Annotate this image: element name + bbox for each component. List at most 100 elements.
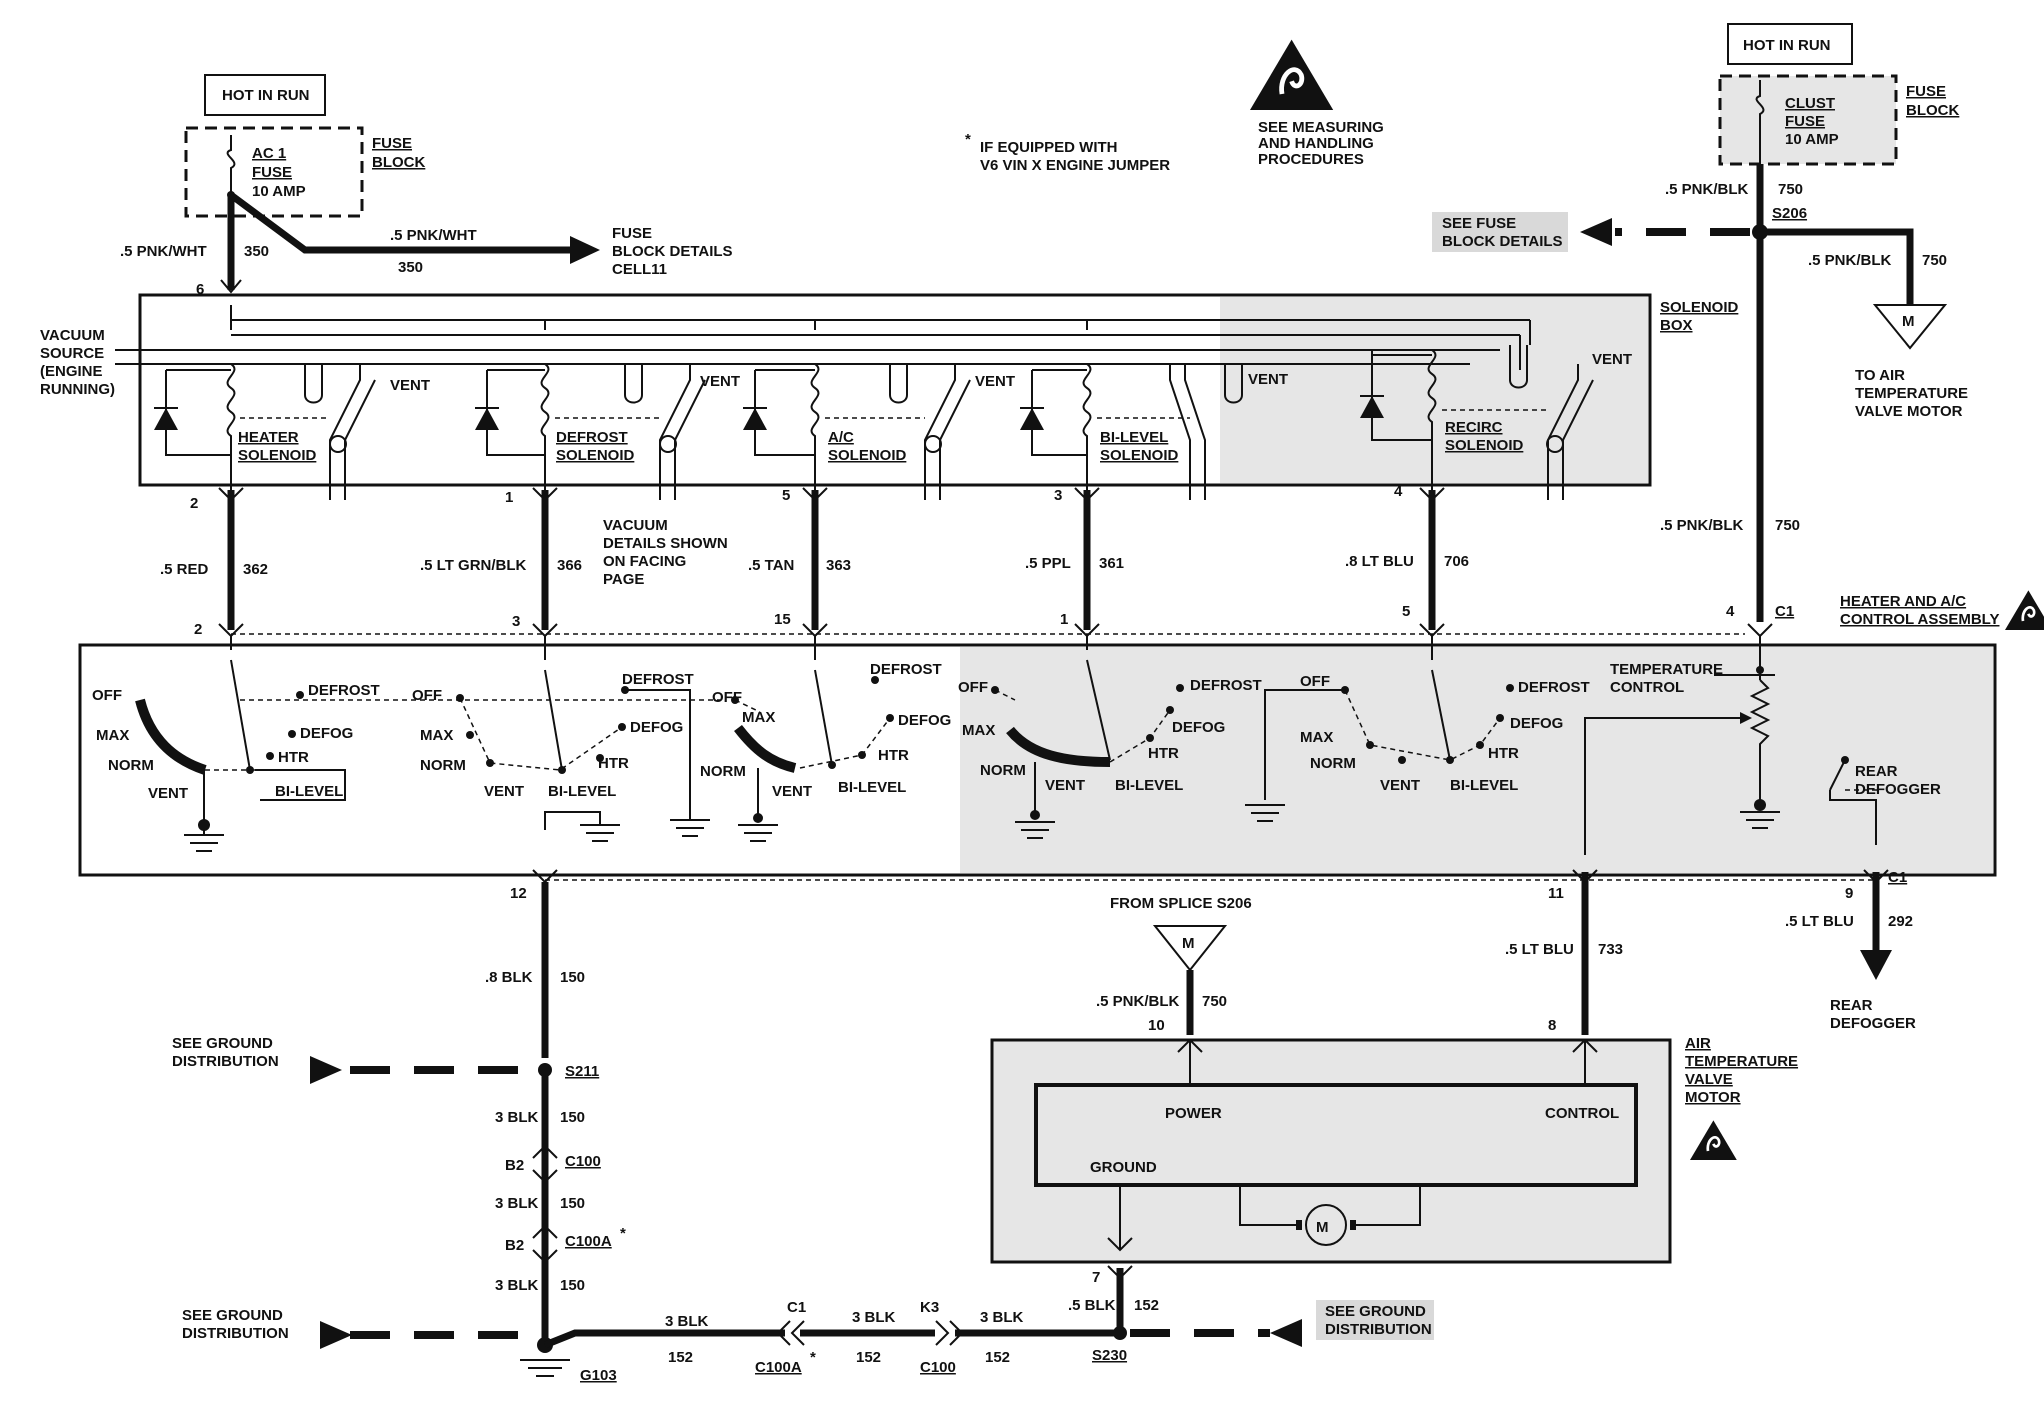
mode-switch-2	[456, 636, 710, 842]
sw2-htr: HTR	[598, 755, 629, 772]
sw4-bilevel: BI-LEVEL	[1115, 777, 1183, 794]
sol-circuit-4: 361	[1099, 555, 1124, 572]
wire-350-circuit: 350	[244, 243, 269, 260]
gc-conn2: C100A	[565, 1233, 612, 1250]
sw2-defog: DEFOG	[630, 719, 683, 736]
sw1-norm: NORM	[108, 757, 154, 774]
solenoid-word-4: SOLENOID	[1100, 447, 1179, 464]
sw2-norm: NORM	[420, 757, 466, 774]
heater-solenoid	[154, 363, 376, 500]
fuse-block-details-2: BLOCK DETAILS	[612, 243, 733, 260]
solenoid-box-label-1: SOLENOID	[1660, 299, 1739, 316]
sol-pin-4: 3	[1054, 487, 1062, 504]
air-temp-valve-motor	[990, 1038, 1672, 1264]
vacuum-source-1: VACUUM	[40, 327, 105, 344]
ground-g103-icon	[520, 1359, 570, 1377]
rear-defogger-sw-1: REAR	[1855, 763, 1898, 780]
gc-c3: 150	[560, 1277, 585, 1294]
wire-152-a	[543, 1329, 785, 1349]
vm-ground: GROUND	[1090, 1159, 1157, 1176]
ctl-pin-1: 2	[194, 621, 202, 638]
solenoid-name-ac: A/C	[828, 429, 854, 446]
rear-defogger-1: REAR	[1830, 997, 1873, 1014]
wire-350-gauge: .5 PNK/WHT	[120, 243, 207, 260]
motor-m-top: M	[1902, 313, 1915, 330]
fuse-block-left-label-2: BLOCK	[372, 154, 425, 171]
wire-750-bottom-circuit: 750	[1202, 993, 1227, 1010]
motor-m-bottom: M	[1182, 935, 1195, 952]
sw3-off: OFF	[712, 689, 742, 706]
fuse-block-left-label-1: FUSE	[372, 135, 412, 152]
sw4-vent: VENT	[1045, 777, 1085, 794]
sol-pin-1: 2	[190, 495, 198, 512]
sw1-off: OFF	[92, 687, 122, 704]
gb-c2: 152	[856, 1349, 881, 1366]
esd-warning-icon	[1250, 40, 1333, 110]
vent-label-5: VENT	[1592, 351, 1632, 368]
gb-conn1: C100A	[755, 1359, 802, 1376]
motor-icon	[1305, 1204, 1347, 1246]
fuse-block-right-label-1: FUSE	[1906, 83, 1946, 100]
sol-gauge-5: .8 LT BLU	[1345, 553, 1414, 570]
wire-750-branch	[1760, 228, 1914, 305]
splice-s211: S211	[565, 1063, 599, 1080]
sw1-defog: DEFOG	[300, 725, 353, 742]
motor-triangle-top	[1872, 304, 1948, 350]
wire-750-branch-circuit: 750	[1922, 252, 1947, 269]
ground-right-1: SEE GROUND	[1325, 1303, 1426, 1320]
sw4-norm: NORM	[980, 762, 1026, 779]
sw3-norm: NORM	[700, 763, 746, 780]
sw5-bilevel: BI-LEVEL	[1450, 777, 1518, 794]
vacuum-source-4: RUNNING)	[40, 381, 115, 398]
sol-gauge-2: .5 LT GRN/BLK	[420, 557, 527, 574]
gb-g2: 3 BLK	[852, 1309, 896, 1326]
pin-6: 6	[196, 281, 204, 298]
clust-fuse-name: CLUST	[1785, 95, 1835, 112]
vm-label-2: TEMPERATURE	[1685, 1053, 1798, 1070]
gb-g3: 3 BLK	[980, 1309, 1024, 1326]
ground-g103: G103	[580, 1367, 617, 1384]
hot-in-run-right: HOT IN RUN	[1743, 37, 1831, 54]
ctl-pin-2: 3	[512, 613, 520, 630]
sw3-defog: DEFOG	[898, 712, 951, 729]
wire-750-gauge: .5 PNK/BLK	[1665, 181, 1749, 198]
sw2-bilevel: BI-LEVEL	[548, 783, 616, 800]
sw5-norm: NORM	[1310, 755, 1356, 772]
sw5-off: OFF	[1300, 673, 1330, 690]
gc-g1: 3 BLK	[495, 1109, 539, 1126]
sw3-bilevel: BI-LEVEL	[838, 779, 906, 796]
fuse-block-left	[184, 126, 364, 218]
vacuum-details-2: DETAILS SHOWN	[603, 535, 728, 552]
sw3-htr: HTR	[878, 747, 909, 764]
sw5-defrost: DEFROST	[1518, 679, 1590, 696]
clust-fuse-element	[1755, 80, 1765, 164]
see-fuse-1: SEE FUSE	[1442, 215, 1516, 232]
bottom-pin-10: 10	[1148, 1017, 1165, 1034]
esd-line-3: PROCEDURES	[1258, 151, 1364, 168]
bottom-pin-11: 11	[1548, 885, 1564, 902]
vent-label-2: VENT	[700, 373, 740, 390]
mode-switch-1	[135, 636, 720, 852]
vent-label-1: VENT	[390, 377, 430, 394]
sw3-vent: VENT	[772, 783, 812, 800]
ac1-fuse-word: FUSE	[252, 164, 292, 181]
to-air-2: TEMPERATURE	[1855, 385, 1968, 402]
sol-circuit-5: 706	[1444, 553, 1469, 570]
sw3-defrost: DEFROST	[870, 661, 942, 678]
gb-star: *	[810, 1349, 816, 1366]
gc-b2a: B2	[505, 1157, 524, 1174]
note-line-1: IF EQUIPPED WITH	[980, 139, 1118, 156]
fuse-block-right-label-2: BLOCK	[1906, 102, 1959, 119]
sol-gauge-3: .5 TAN	[748, 557, 794, 574]
vm-label-3: VALVE	[1685, 1071, 1733, 1088]
sw5-max: MAX	[1300, 729, 1333, 746]
gc-c2: 150	[560, 1195, 585, 1212]
wire-750-bottom-gauge: .5 PNK/BLK	[1096, 993, 1180, 1010]
arrow-ground-left-2	[320, 1321, 352, 1349]
bottom-pin-7: 7	[1092, 1269, 1100, 1286]
sw4-defog: DEFOG	[1172, 719, 1225, 736]
vacuum-source-3: (ENGINE	[40, 363, 103, 380]
temp-control-2: CONTROL	[1610, 679, 1684, 696]
solenoid-wires	[218, 487, 1773, 638]
vm-power: POWER	[1165, 1105, 1222, 1122]
